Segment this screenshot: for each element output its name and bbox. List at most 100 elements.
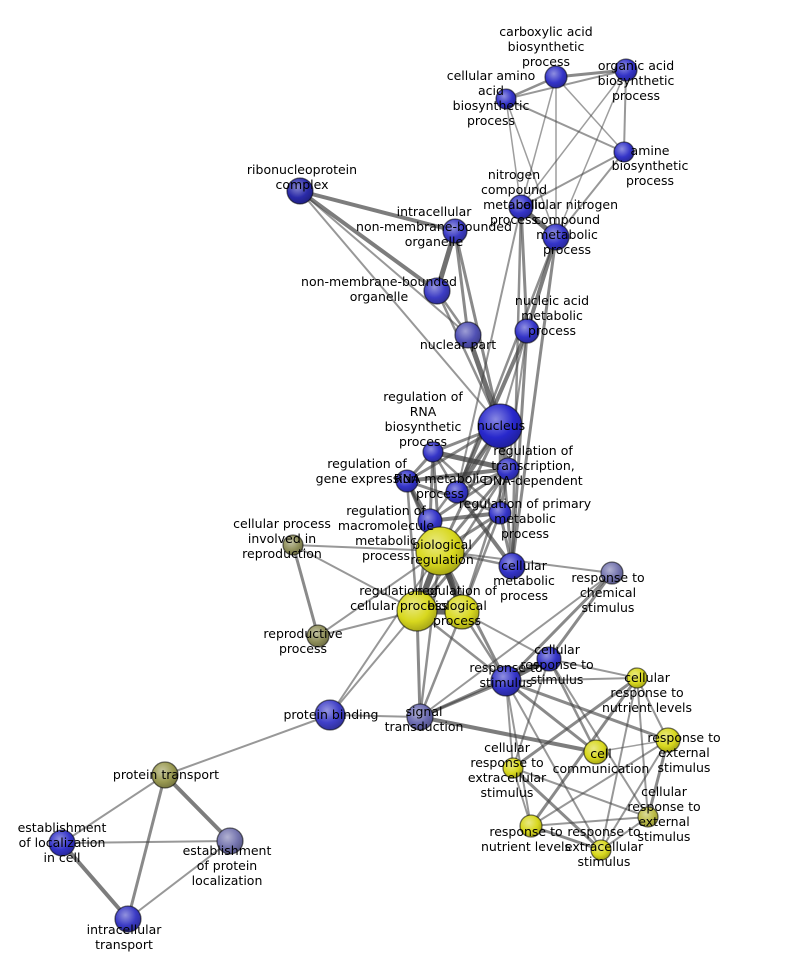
nodes-layer: carboxylic acid biosynthetic process orga… bbox=[48, 58, 681, 933]
edge-intracellular_non_membrane_bounded_organelle--nuclear_part bbox=[453, 229, 470, 337]
node-regulation_of_RNA_biosynthetic_process[interactable]: regulation of RNA biosynthetic process bbox=[422, 441, 444, 463]
edge-nitrogen_compound_metabolic_process--cellular_metabolic_process bbox=[510, 205, 523, 568]
node-regulation_of_biological_process[interactable]: regulation of biological process bbox=[444, 594, 480, 630]
node-cellular_nitrogen_compound_metabolic_process[interactable]: cellular nitrogen compound metabolic pro… bbox=[542, 223, 570, 251]
node-response_to_chemical_stimulus[interactable]: response to chemical stimulus bbox=[600, 561, 624, 585]
edge-ribonucleoprotein_complex--non_membrane_bounded_organelle bbox=[298, 189, 439, 293]
edge-cellular_response_to_extracellular_stimulus--response_to_extracellular_stimulus bbox=[511, 766, 603, 852]
edge-ribonucleoprotein_complex--nuclear_part bbox=[299, 190, 469, 336]
node-nucleic_acid_metabolic_process[interactable]: nucleic acid metabolic process bbox=[514, 318, 540, 344]
node-establishment_of_protein_localization[interactable]: establishment of protein localization bbox=[216, 827, 244, 855]
node-cellular_response_to_stimulus[interactable]: cellular response to stimulus bbox=[536, 646, 562, 672]
edge-regulation_of_RNA_biosynthetic_process--regulation_of_transcription_DNA_dependent bbox=[430, 449, 511, 472]
edge-amine_biosynthetic_process--cellular_nitrogen_compound_metabolic_process bbox=[555, 151, 625, 238]
edge-cellular_process_involved_in_reproduction--reproductive_process bbox=[291, 543, 320, 638]
edge-response_to_stimulus--cellular_response_to_nutrient_levels bbox=[505, 677, 638, 682]
node-signal_transduction[interactable]: signal transduction bbox=[406, 703, 434, 731]
edge-response_to_chemical_stimulus--signal_transduction bbox=[419, 572, 613, 718]
edge-ribonucleoprotein_complex--intracellular_non_membrane_bounded_organelle bbox=[298, 189, 457, 233]
edge-response_to_stimulus--cell_communication bbox=[504, 679, 598, 754]
edge-response_to_nutrient_levels--response_to_extracellular_stimulus bbox=[529, 824, 603, 852]
node-nuclear_part[interactable]: nuclear part bbox=[454, 321, 482, 349]
node-response_to_extracellular_stimulus[interactable]: response to extracellular stimulus bbox=[590, 839, 612, 861]
node-cellular_amino_acid_biosynthetic_process[interactable]: cellular amino acid biosynthetic process bbox=[495, 88, 517, 110]
edge-regulation_of_transcription_DNA_dependent--regulation_of_gene_expression bbox=[405, 467, 510, 483]
edge-nucleus--cellular_metabolic_process bbox=[498, 424, 514, 568]
edge-biological_regulation--signal_transduction bbox=[418, 549, 442, 719]
node-regulation_of_cellular_process[interactable]: regulation of cellular process bbox=[396, 590, 438, 632]
edge-biological_regulation--response_to_chemical_stimulus bbox=[439, 550, 613, 574]
node-response_to_nutrient_levels[interactable]: response to nutrient levels bbox=[519, 814, 543, 838]
node-regulation_of_transcription_DNA_dependent[interactable]: regulation of transcription, DNA-depende… bbox=[496, 457, 520, 481]
edge-regulation_of_transcription_DNA_dependent--regulation_of_cellular_process bbox=[415, 467, 510, 613]
node-carboxylic_acid_biosynthetic_process[interactable]: carboxylic acid biosynthetic process bbox=[544, 65, 568, 89]
edge-cellular_response_to_stimulus--cellular_response_to_nutrient_levels bbox=[548, 658, 638, 679]
edge-establishment_of_protein_localization--intracellular_transport bbox=[127, 840, 231, 920]
node-organic_acid_biosynthetic_process[interactable]: organic acid biosynthetic process bbox=[614, 58, 638, 82]
edge-cellular_response_to_stimulus--cellular_response_to_extracellular_stimulus bbox=[512, 658, 550, 769]
edge-regulation_of_transcription_DNA_dependent--regulation_of_biological_process bbox=[460, 467, 510, 614]
edge-carboxylic_acid_biosynthetic_process--amine_biosynthetic_process bbox=[555, 76, 625, 153]
node-response_to_stimulus[interactable]: response to stimulus bbox=[490, 665, 522, 697]
edge-protein_transport--establishment_of_protein_localization bbox=[163, 773, 232, 843]
node-ribonucleoprotein_complex[interactable]: ribonucleoprotein complex bbox=[286, 177, 314, 205]
node-protein_transport[interactable]: protein transport bbox=[151, 761, 179, 789]
edge-signal_transduction--cell_communication bbox=[418, 715, 598, 754]
node-nitrogen_compound_metabolic_process[interactable]: nitrogen compound metabolic process bbox=[508, 194, 534, 220]
node-reproductive_process[interactable]: reproductive process bbox=[306, 624, 330, 648]
node-cellular_metabolic_process[interactable]: cellular metabolic process bbox=[498, 552, 526, 580]
node-establishment_of_localization_in_cell[interactable]: establishment of localization in cell bbox=[48, 829, 76, 857]
edge-cellular_response_to_stimulus--cell_communication bbox=[547, 657, 598, 754]
edge-cellular_response_to_stimulus--signal_transduction bbox=[418, 657, 551, 719]
node-cellular_response_to_external_stimulus[interactable]: cellular response to external stimulus bbox=[637, 806, 659, 828]
edge-cellular_amino_acid_biosynthetic_process--cellular_nitrogen_compound_metabolic_process bbox=[505, 98, 557, 238]
edge-cellular_response_to_stimulus--response_to_chemical_stimulus bbox=[547, 571, 614, 661]
edge-establishment_of_protein_localization--establishment_of_localization_in_cell bbox=[61, 840, 231, 844]
node-intracellular_transport[interactable]: intracellular transport bbox=[114, 905, 142, 933]
edge-protein_transport--intracellular_transport bbox=[126, 773, 167, 921]
node-regulation_of_primary_metabolic_process[interactable]: regulation of primary metabolic process bbox=[488, 501, 512, 525]
node-intracellular_non_membrane_bounded_organelle[interactable]: intracellular non-membrane-bounded organ… bbox=[442, 218, 468, 244]
edge-cellular_response_to_extracellular_stimulus--cellular_response_to_external_stimulus bbox=[512, 767, 649, 818]
node-cellular_response_to_nutrient_levels[interactable]: cellular response to nutrient levels bbox=[626, 667, 648, 689]
edge-organic_acid_biosynthetic_process--amine_biosynthetic_process bbox=[623, 69, 627, 153]
node-regulation_of_gene_expression[interactable]: regulation of gene expression bbox=[395, 469, 419, 493]
node-amine_biosynthetic_process[interactable]: amine biosynthetic process bbox=[613, 141, 635, 163]
edge-biological_regulation--protein_binding bbox=[329, 550, 441, 716]
edge-regulation_of_cellular_process--protein_binding bbox=[329, 610, 418, 716]
node-nucleus[interactable]: nucleus bbox=[477, 403, 523, 449]
edge-regulation_of_primary_metabolic_process--regulation_of_biological_process bbox=[460, 511, 502, 614]
edge-regulation_of_biological_process--signal_transduction bbox=[418, 610, 464, 719]
edge-cellular_response_to_nutrient_levels--cellular_response_to_extracellular_stimulus bbox=[511, 676, 639, 770]
node-cell_communication[interactable]: cell communication bbox=[583, 739, 609, 765]
node-non_membrane_bounded_organelle[interactable]: non-membrane-bounded organelle bbox=[423, 277, 451, 305]
edge-ribonucleoprotein_complex--nucleus bbox=[299, 190, 501, 427]
node-protein_binding[interactable]: protein binding bbox=[314, 699, 346, 731]
node-RNA_metabolic_process[interactable]: RNA metabolic process bbox=[445, 480, 469, 504]
edge-cellular_response_to_stimulus--cellular_response_to_external_stimulus bbox=[548, 658, 649, 818]
node-cellular_process_involved_in_reproduction[interactable]: cellular process involved in reproductio… bbox=[282, 534, 304, 556]
edge-organic_acid_biosynthetic_process--nitrogen_compound_metabolic_process bbox=[520, 69, 627, 208]
edge-regulation_of_RNA_biosynthetic_process--regulation_of_primary_metabolic_process bbox=[431, 450, 502, 515]
edge-nitrogen_compound_metabolic_process--nucleic_acid_metabolic_process bbox=[519, 205, 529, 333]
edge-carboxylic_acid_biosynthetic_process--nitrogen_compound_metabolic_process bbox=[520, 76, 557, 208]
edge-cellular_amino_acid_biosynthetic_process--amine_biosynthetic_process bbox=[505, 98, 625, 153]
edge-regulation_of_transcription_DNA_dependent--regulation_of_macromolecule_metabolic_process bbox=[428, 467, 510, 523]
node-biological_regulation[interactable]: biological regulation bbox=[415, 526, 465, 576]
edge-protein_binding--protein_transport bbox=[164, 714, 331, 776]
edge-carboxylic_acid_biosynthetic_process--organic_acid_biosynthetic_process bbox=[554, 68, 628, 79]
edge-organic_acid_biosynthetic_process--cellular_amino_acid_biosynthetic_process bbox=[505, 69, 627, 100]
edge-cellular_nitrogen_compound_metabolic_process--cellular_metabolic_process bbox=[510, 235, 558, 568]
node-cellular_response_to_extracellular_stimulus[interactable]: cellular response to extracellular stimu… bbox=[502, 757, 524, 779]
node-response_to_external_stimulus[interactable]: response to external stimulus bbox=[655, 727, 681, 753]
edge-response_to_stimulus--response_to_chemical_stimulus bbox=[504, 571, 614, 683]
edge-amine_biosynthetic_process--nitrogen_compound_metabolic_process bbox=[520, 151, 625, 208]
edge-response_to_nutrient_levels--cellular_response_to_external_stimulus bbox=[530, 816, 649, 827]
edge-cellular_amino_acid_biosynthetic_process--nitrogen_compound_metabolic_process bbox=[505, 98, 522, 208]
